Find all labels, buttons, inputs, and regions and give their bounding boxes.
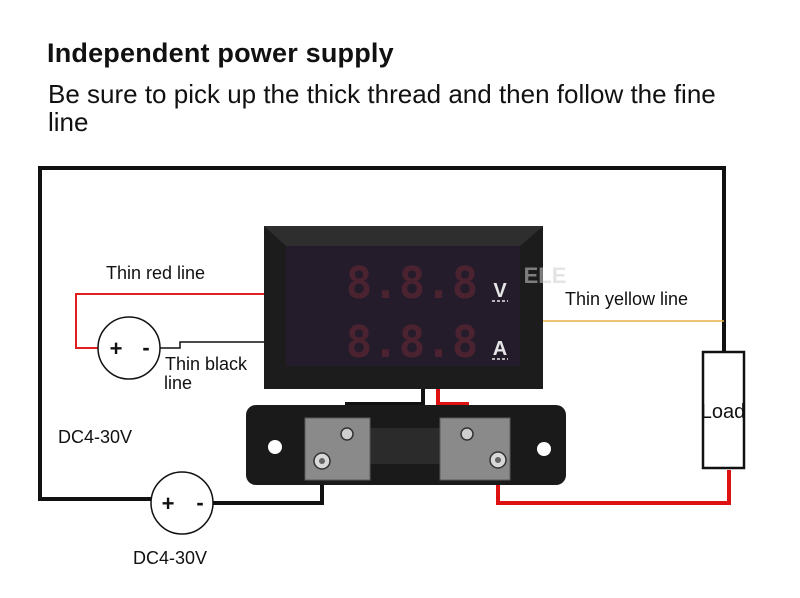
meter-power-source bbox=[97, 316, 161, 380]
shunt-mount-hole-right bbox=[537, 442, 551, 456]
current-digits: 8.8.8 bbox=[346, 317, 478, 368]
dc-left-label: DC4-30V bbox=[58, 427, 132, 447]
load-source-plus: + bbox=[162, 491, 175, 516]
thin-black-wire bbox=[158, 341, 265, 349]
page-title: Independent power supply bbox=[47, 38, 394, 68]
thin-yellow-label: Thin yellow line bbox=[565, 289, 688, 309]
shunt-terminal-right bbox=[439, 417, 511, 481]
meter-source-minus: - bbox=[142, 335, 149, 360]
voltage-digits: 8.8.8 bbox=[346, 258, 478, 309]
meter-source-plus: + bbox=[110, 336, 123, 361]
unit-volts-label: V bbox=[493, 280, 507, 302]
page-subtitle: Be sure to pick up the thick thread and … bbox=[48, 79, 716, 137]
load-power-source bbox=[150, 471, 214, 535]
unit-amps-label: A bbox=[493, 338, 507, 360]
load-resistor bbox=[701, 350, 746, 470]
volt-amp-meter: ELE 8.8.8 8.8.8 V A bbox=[264, 226, 566, 389]
thin-red-label: Thin red line bbox=[106, 263, 205, 283]
load-source-minus: - bbox=[196, 490, 203, 515]
meter-display-screen bbox=[286, 246, 520, 366]
meter-watermark: ELE bbox=[524, 263, 567, 288]
thin-black-label-1: Thin black bbox=[165, 354, 248, 374]
shunt-terminal-left bbox=[304, 417, 371, 481]
shunt-mount-hole-left bbox=[268, 440, 282, 454]
thick-black-loop-wire bbox=[38, 166, 726, 501]
load-label: Load bbox=[701, 401, 746, 423]
thin-black-label-2: line bbox=[164, 373, 192, 393]
current-shunt bbox=[246, 405, 566, 485]
dc-bottom-label: DC4-30V bbox=[133, 548, 207, 568]
thin-red-wire bbox=[75, 293, 265, 349]
